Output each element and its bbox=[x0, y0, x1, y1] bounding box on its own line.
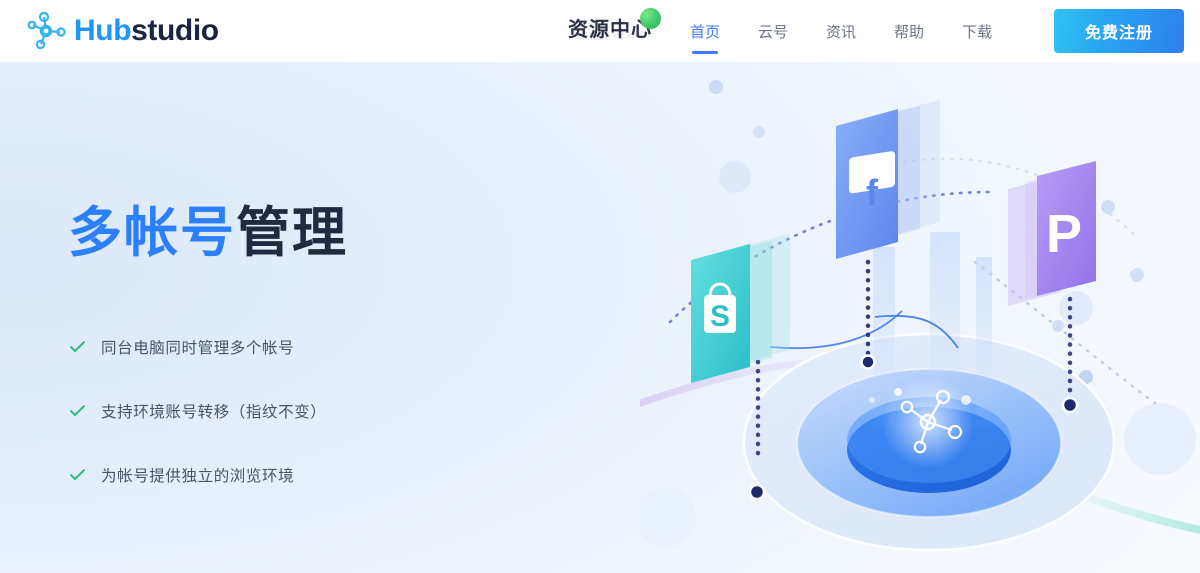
nav-item-cloud-account-label: 云号 bbox=[758, 23, 789, 41]
hero-title: 多帐号管理 bbox=[68, 201, 348, 265]
multi-account-platform-illustration: f S bbox=[640, 62, 1200, 573]
hero-section: 多帐号管理 同台电脑同时管理多个帐号 支持环境账号转移（指纹不变） bbox=[0, 62, 1200, 573]
list-item-label: 支持环境账号转移（指纹不变） bbox=[101, 404, 327, 421]
nav-active-underline bbox=[692, 51, 718, 54]
nav-item-home-label: 首页 bbox=[690, 23, 721, 41]
site-logo[interactable]: Hubstudio bbox=[24, 10, 219, 52]
shopify-card: S bbox=[691, 234, 790, 383]
nav-item-help[interactable]: 帮助 bbox=[894, 0, 924, 62]
nav-item-cloud-account[interactable]: 云号 bbox=[758, 0, 788, 62]
svg-text:S: S bbox=[710, 300, 730, 333]
resource-center-label: 资源中心 bbox=[568, 19, 652, 41]
svg-text:P: P bbox=[1046, 204, 1082, 264]
nav-item-news-label: 资讯 bbox=[826, 23, 857, 41]
nav-item-news[interactable]: 资讯 bbox=[826, 0, 856, 62]
network-hub-icon bbox=[24, 11, 68, 51]
logo-text-hub: Hub bbox=[74, 14, 132, 47]
nav-item-home[interactable]: 首页 bbox=[690, 0, 720, 62]
list-item-label: 为帐号提供独立的浏览环境 bbox=[101, 468, 295, 485]
hero-title-rest: 管理 bbox=[236, 203, 348, 263]
nav-item-download-label: 下载 bbox=[962, 23, 993, 41]
green-dot-badge bbox=[640, 8, 661, 29]
paypal-card: P bbox=[1008, 161, 1096, 306]
hero-feature-list: 同台电脑同时管理多个帐号 支持环境账号转移（指纹不变） 为帐号提供独立的浏览环境 bbox=[70, 334, 326, 488]
nav-item-download[interactable]: 下载 bbox=[962, 0, 992, 62]
list-item: 支持环境账号转移（指纹不变） bbox=[70, 398, 326, 424]
list-item: 为帐号提供独立的浏览环境 bbox=[70, 462, 326, 488]
hero-title-highlight: 多帐号 bbox=[68, 203, 236, 263]
resource-center-link[interactable]: 资源中心 bbox=[568, 8, 661, 44]
free-register-button[interactable]: 免费注册 bbox=[1054, 9, 1184, 53]
list-item: 同台电脑同时管理多个帐号 bbox=[70, 334, 326, 360]
check-icon bbox=[70, 469, 85, 481]
nav-item-help-label: 帮助 bbox=[894, 23, 925, 41]
check-icon bbox=[70, 341, 85, 353]
facebook-card: f bbox=[836, 100, 940, 259]
site-header: Hubstudio 资源中心 资源中心 首页 云号 资讯 帮助 下载 bbox=[0, 0, 1200, 62]
logo-text-studio: studio bbox=[131, 14, 219, 47]
svg-text:f: f bbox=[866, 172, 879, 213]
list-item-label: 同台电脑同时管理多个帐号 bbox=[101, 340, 295, 357]
main-nav: 首页 云号 资讯 帮助 下载 bbox=[690, 0, 992, 62]
check-icon bbox=[70, 405, 85, 417]
